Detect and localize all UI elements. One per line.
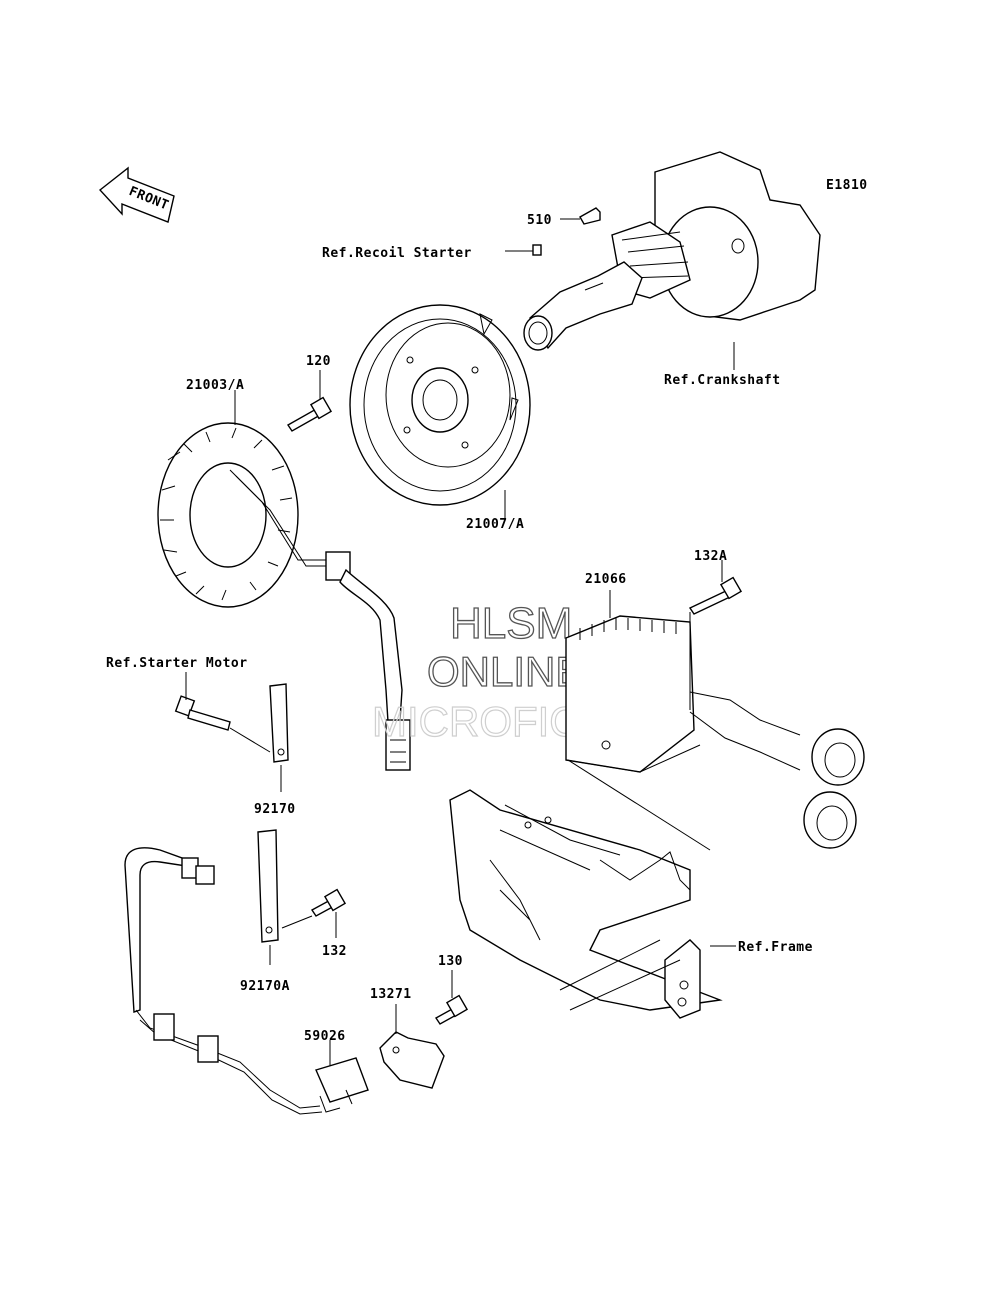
stator-part [157,422,411,771]
watermark-line1: HLSM [450,599,572,648]
flywheel-part [349,304,531,506]
watermark-line2: ONLINE [427,648,583,695]
starter-motor-bolt [174,695,271,753]
part-13271-label: 13271 [370,987,412,1002]
ground-strap-92170 [269,683,289,763]
part-92170a-label: 92170A [240,979,290,994]
part-132a-label: 132A [694,549,727,564]
ref-recoil-starter-label: Ref.Recoil Starter [322,246,472,261]
ref-crankshaft-label: Ref.Crankshaft [664,373,781,388]
ref-starter-motor-label: Ref.Starter Motor [106,656,248,671]
frame-part [449,789,723,1019]
part-21066-label: 21066 [585,572,627,587]
bolt-120 [287,396,333,432]
part-510-label: 510 [527,213,552,228]
pickup-coil-harness [124,847,369,1115]
part-130-label: 130 [438,954,463,969]
diagram-code: E1810 [826,178,868,193]
bolt-132a [688,576,743,710]
part-120-label: 120 [306,354,331,369]
part-59026-label: 59026 [304,1029,346,1044]
recoil-pin [532,244,542,256]
bracket-13271 [379,1031,445,1089]
part-132-label: 132 [322,944,347,959]
ref-frame-label: Ref.Frame [738,940,813,955]
part-21003a-label: 21003/A [186,378,244,393]
part-92170-label: 92170 [254,802,296,817]
front-arrow-icon: FRONT [98,166,175,223]
bolt-132 [281,888,347,929]
regulator-rectifier-part [565,615,865,851]
bolt-130 [434,994,469,1025]
ground-strap-92170a [257,829,279,943]
part-21007a-label: 21007/A [466,517,524,532]
woodruff-key-510 [579,207,601,225]
crankshaft-part [523,151,821,351]
